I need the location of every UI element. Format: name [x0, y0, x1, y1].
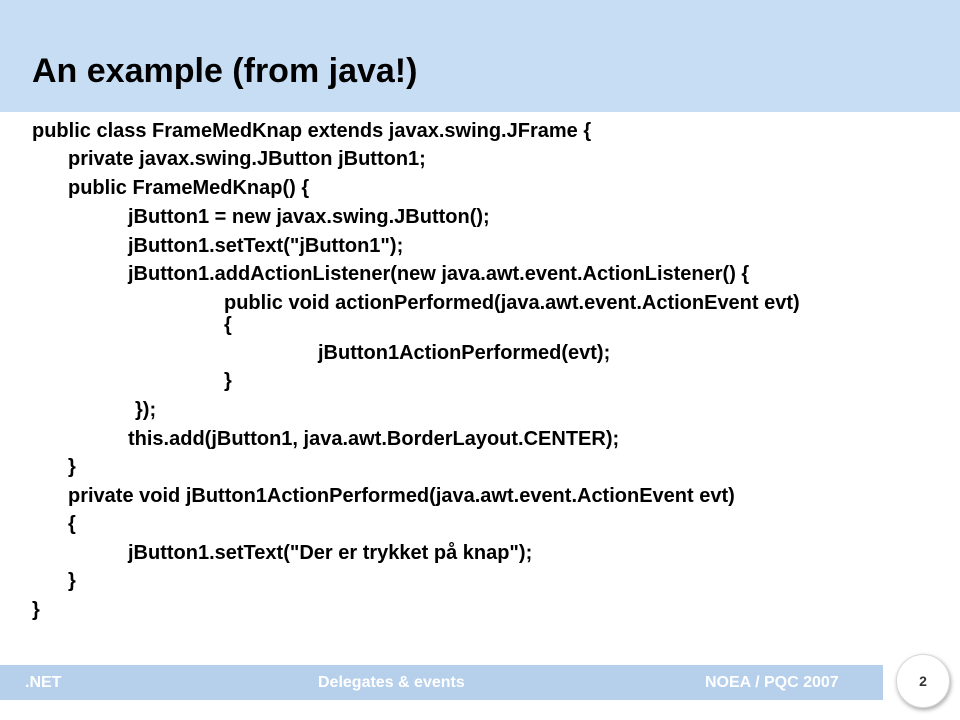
code-line: this.add(jButton1, java.awt.BorderLayout…: [128, 428, 620, 450]
code-line: jButton1ActionPerformed(evt);: [318, 342, 611, 364]
code-line: private javax.swing.JButton jButton1;: [68, 148, 426, 170]
code-line: jButton1.setText("jButton1");: [128, 235, 404, 257]
code-line: {: [68, 513, 76, 535]
title-band: [0, 0, 960, 112]
slide-title: An example (from java!): [32, 52, 418, 90]
code-line: jButton1.setText("Der er trykket på knap…: [128, 542, 533, 564]
footer-course: .NET: [25, 674, 62, 691]
code-line: }: [68, 570, 76, 592]
code-line: }: [32, 599, 40, 621]
footer-author: NOEA / PQC 2007: [705, 674, 839, 691]
code-line: public FrameMedKnap() {: [68, 177, 310, 199]
code-line: public void actionPerformed(java.awt.eve…: [224, 292, 800, 314]
code-line: }: [224, 370, 232, 392]
code-line: public class FrameMedKnap extends javax.…: [32, 120, 592, 142]
page-number: 2: [896, 654, 950, 708]
code-line: jButton1.addActionListener(new java.awt.…: [128, 263, 750, 285]
code-line: {: [224, 314, 232, 336]
code-line: });: [135, 399, 157, 421]
footer-topic: Delegates & events: [318, 674, 465, 691]
code-line: private void jButton1ActionPerformed(jav…: [68, 485, 735, 507]
code-line: }: [68, 456, 76, 478]
footer-bar: [0, 665, 883, 700]
code-line: jButton1 = new javax.swing.JButton();: [128, 206, 490, 228]
